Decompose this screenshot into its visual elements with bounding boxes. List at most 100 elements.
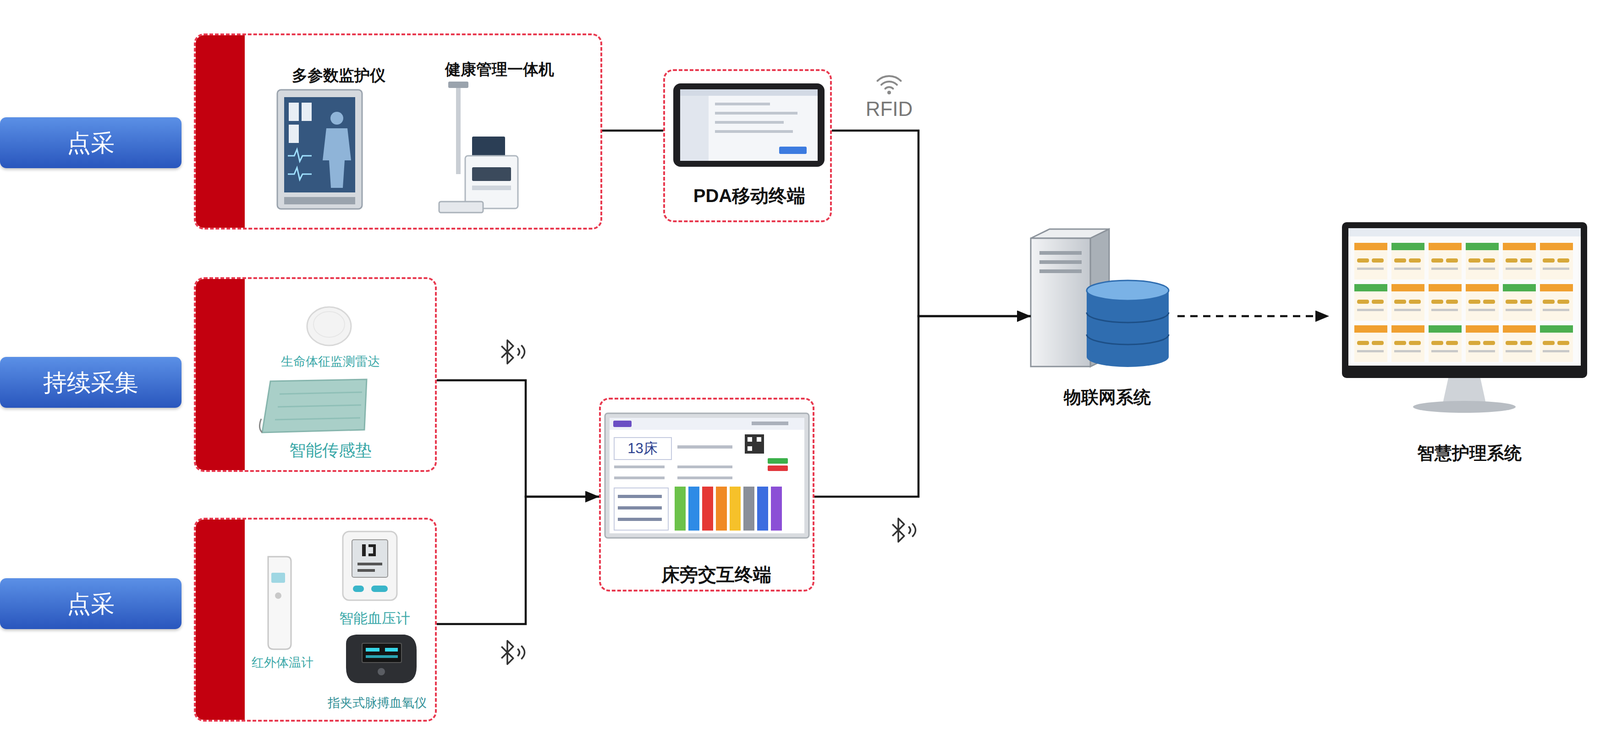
patient-monitor-icon [287,149,312,162]
oximeter-icon [365,655,398,659]
health-kiosk-icon [439,201,484,213]
category-button: 点采 [0,578,182,630]
rfid-icon [877,76,902,82]
bedside-screen-icon [617,494,662,499]
sensor-mat-icon [262,379,367,433]
bluetooth-icon [892,518,905,542]
patient-monitor-icon [330,111,344,125]
patient-monitor-icon [322,128,352,188]
device-group: 生命体征监测雷达智能传感垫 [193,277,437,473]
oximeter-icon [377,668,385,676]
node-label: 红外体温计 [251,655,314,671]
connector [602,129,664,132]
server-icon [1030,238,1091,367]
bedside-screen-icon [702,486,714,531]
tablet-icon [714,111,798,115]
tablet-icon [680,89,818,96]
thermometer-icon [268,556,292,650]
sensor-mat-icon [274,392,363,420]
rfid-icon [877,76,902,95]
bluetooth-icon [501,640,514,665]
server-icon [1086,312,1169,323]
bedside-screen-icon [674,486,686,531]
bedside-screen-icon [617,506,662,510]
bluetooth-icon [912,523,916,538]
blood-pressure-icon [362,544,366,557]
computer-monitor-icon [1428,325,1462,333]
button-label: 点采 [66,128,115,157]
health-kiosk-icon [472,185,512,191]
node-label: 床旁交互终端 [661,563,772,586]
server-icon [1086,334,1169,345]
bluetooth-icon [501,640,525,665]
connector [831,130,1031,317]
rfid-icon [881,81,897,85]
bedside-screen-icon [744,434,765,454]
connector [436,380,600,497]
rfid-icon [885,87,894,89]
patient-monitor-icon [288,124,299,143]
patient-monitor-icon [288,102,299,121]
sensor-mat-icon [259,379,367,433]
radar-icon [313,311,345,338]
bedside-screen-icon [770,486,782,531]
computer-monitor-icon [1354,284,1388,292]
tablet-icon [714,102,770,106]
blood-pressure-icon [342,531,397,601]
patient-monitor-icon [277,89,363,209]
tablet-icon [714,120,784,124]
server-icon [1039,260,1082,264]
oximeter-icon [346,634,417,684]
tablet-icon [673,83,825,167]
tablet-icon [714,130,793,133]
server-icon [1039,251,1082,255]
health-kiosk-icon [456,84,461,175]
bedside-screen-icon [677,465,733,469]
bluetooth-icon [501,340,525,364]
connector [436,496,600,625]
server-node: 物联网系统 [1030,229,1178,418]
health-kiosk-icon [472,167,512,182]
bedside-screen-icon [614,488,669,531]
patient-monitor-icon [301,102,312,121]
node-label: 物联网系统 [1063,387,1151,409]
bedside-screen-icon [614,476,665,480]
oximeter-icon [362,643,402,663]
bedside-screen-icon [677,476,733,480]
bluetooth-icon [517,348,520,356]
server-icon [1030,229,1169,368]
health-kiosk-icon [465,155,518,209]
tablet-icon [673,83,825,167]
tablet-icon [680,89,818,161]
blood-pressure-icon [371,585,388,593]
oximeter-icon [365,648,380,652]
bedside-screen-icon [751,421,789,426]
category-button: 持续采集 [0,357,182,408]
oximeter-icon [346,634,417,684]
device-group: 多参数监护仪健康管理一体机 [193,33,603,230]
computer-monitor-icon [1442,378,1486,404]
bedside-screen-icon [729,486,741,531]
thermometer-icon [271,572,286,583]
patient-monitor-icon [284,97,356,193]
node-label: 指夹式脉搏血氧仪 [327,695,427,711]
blood-pressure-icon [342,531,397,601]
bed-number: 13床 [627,439,658,457]
bluetooth-icon [501,340,514,364]
health-kiosk-icon [448,81,469,88]
rfid-icon [887,90,891,95]
node-label: 健康管理一体机 [445,60,555,79]
computer-monitor-icon [1465,242,1499,251]
bedside-screen-icon [604,413,809,539]
patient-monitor-icon [277,89,363,209]
category-button: 点采 [0,117,182,169]
computer-monitor-icon [1391,242,1425,251]
computer-monitor-icon [1341,222,1588,379]
bedside-screen-icon [604,413,809,539]
computer-monitor-icon [1341,222,1588,413]
computer-monitor-icon [1348,228,1581,237]
red-bar [195,279,245,471]
bedside-screen-icon [688,486,700,531]
node-label: PDA移动终端 [693,184,806,207]
